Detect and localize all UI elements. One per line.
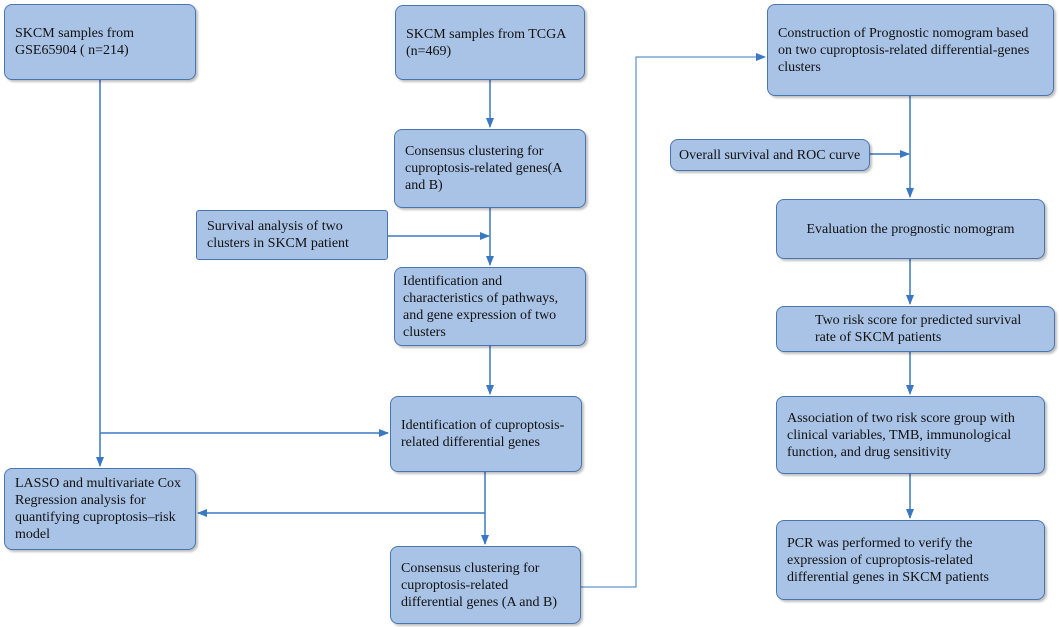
box-risk-score-label: Two risk score for predicted survival ra… — [815, 313, 1022, 345]
box-differential-genes: Identification of cuproptosis-related di… — [390, 396, 582, 472]
box-pcr-verification: PCR was performed to verify the expressi… — [776, 520, 1045, 600]
box-tcga: SKCM samples from TCGA (n=469) — [395, 5, 585, 80]
box-prognostic-nomogram: Construction of Prognostic nomogram base… — [767, 4, 1054, 96]
box-survival-analysis: Survival analysis of two clusters in SKC… — [196, 210, 388, 260]
box-gse65904-label: SKCM samples from GSE65904 ( n=214) — [15, 26, 134, 58]
box-consensus-clustering-differential-label: Consensus clustering for cuproptosis-rel… — [401, 560, 558, 610]
box-association-label: Association of two risk score group with… — [787, 410, 1015, 460]
box-lasso-cox-label: LASSO and multivariate Cox Regression an… — [15, 476, 182, 542]
box-identification-pathways-label: Identification and characteristics of pa… — [403, 273, 559, 340]
box-consensus-clustering-genes: Consensus clustering for cuproptosis-rel… — [394, 129, 586, 208]
box-differential-genes-label: Identification of cuproptosis-related di… — [401, 418, 565, 450]
box-tcga-label: SKCM samples from TCGA (n=469) — [406, 26, 566, 59]
box-consensus-clustering-differential: Consensus clustering for cuproptosis-rel… — [390, 546, 581, 624]
box-overall-survival-roc: Overall survival and ROC curve — [670, 139, 870, 171]
box-association: Association of two risk score group with… — [776, 396, 1045, 474]
arrow-consensus2-to-nomogram — [581, 53, 766, 588]
box-identification-pathways: Identification and characteristics of pa… — [394, 267, 586, 346]
box-survival-analysis-label: Survival analysis of two clusters in SKC… — [207, 219, 349, 251]
box-prognostic-nomogram-label: Construction of Prognostic nomogram base… — [778, 25, 1030, 75]
box-evaluation-nomogram-label: Evaluation the prognostic nomogram — [806, 221, 1015, 237]
box-consensus-clustering-genes-label: Consensus clustering for cuproptosis-rel… — [405, 144, 562, 193]
box-gse65904: SKCM samples from GSE65904 ( n=214) — [4, 4, 196, 80]
box-lasso-cox: LASSO and multivariate Cox Regression an… — [4, 468, 196, 550]
box-overall-survival-roc-label: Overall survival and ROC curve — [679, 147, 861, 163]
box-evaluation-nomogram: Evaluation the prognostic nomogram — [776, 199, 1045, 259]
box-risk-score: Two risk score for predicted survival ra… — [776, 306, 1055, 352]
box-pcr-verification-label: PCR was performed to verify the expressi… — [787, 535, 989, 585]
